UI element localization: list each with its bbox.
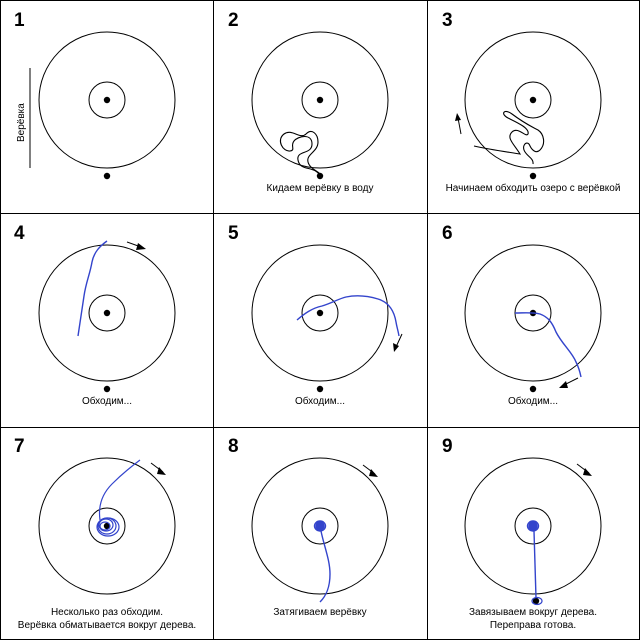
island-circle: [88, 294, 126, 332]
panel-number: 7: [14, 436, 25, 457]
shore-post-dot: [529, 172, 537, 180]
panel-number: 9: [442, 436, 453, 457]
panel-caption: Обходим...: [295, 395, 345, 407]
panel-7: 7 Несколько раз обходим. Верёвка обматыв…: [14, 436, 196, 631]
arrow-right-icon: [362, 464, 378, 477]
lake-circle: [251, 244, 389, 382]
lake-circle: [38, 457, 176, 595]
island-circle: [301, 507, 339, 545]
panel-caption: Несколько раз обходим.: [51, 606, 163, 618]
island-circle: [301, 294, 339, 332]
tree-dot: [316, 309, 324, 317]
rope-path: [514, 312, 582, 378]
island-circle: [514, 507, 552, 545]
rope-path: [473, 110, 545, 165]
panel-number: 8: [228, 436, 239, 457]
island-circle: [88, 81, 126, 119]
lake-circle: [251, 31, 389, 169]
rope-coils: [96, 459, 141, 537]
panel-number: 2: [228, 10, 239, 31]
panel-caption: Затягиваем верёвку: [273, 607, 366, 618]
panel-caption: Верёвка обматывается вокруг дерева.: [18, 619, 196, 631]
panel-caption: Кидаем верёвку в воду: [267, 183, 374, 194]
panel-4: 4 Обходим...: [14, 223, 176, 407]
rope-label: Верёвка: [16, 103, 27, 142]
shore-post-dot: [316, 385, 324, 393]
rope-knot: [526, 520, 540, 532]
island-circle: [301, 81, 339, 119]
tree-dot: [316, 96, 324, 104]
panel-number: 1: [14, 10, 25, 31]
rope-path: [296, 295, 400, 337]
lake-circle: [38, 244, 176, 382]
tree-dot: [103, 522, 111, 530]
island-circle: [88, 507, 126, 545]
panel-caption: Переправа готова.: [490, 620, 576, 631]
rope-path: [319, 530, 331, 603]
panel-2: 2 Кидаем верёвку в воду: [228, 10, 389, 194]
island-circle: [514, 81, 552, 119]
tree-dot: [103, 96, 111, 104]
panel-3: 3 Начинаем обходить озеро с верёвкой: [442, 10, 620, 194]
lake-circle: [251, 457, 389, 595]
panel-6: 6 Обходим...: [442, 223, 602, 407]
panel-caption: Обходим...: [82, 395, 132, 407]
lake-circle: [464, 31, 602, 169]
panel-caption: Обходим...: [508, 395, 558, 407]
rope-path: [77, 240, 108, 337]
lake-circle: [38, 31, 176, 169]
panel-number: 5: [228, 223, 239, 244]
panel-number: 4: [14, 223, 25, 244]
arrow-up-icon: [455, 113, 462, 135]
lake-circle: [464, 457, 602, 595]
panel-number: 3: [442, 10, 453, 31]
shore-post-dot: [529, 385, 537, 393]
rope-knot: [313, 520, 327, 532]
panel-8: 8 Затягиваем верёвку: [228, 436, 389, 618]
lake-circle: [464, 244, 602, 382]
panel-5: 5 Обходим...: [228, 223, 403, 407]
arrow-down-icon: [393, 333, 403, 352]
shore-post-dot: [103, 385, 111, 393]
arrow-right-icon: [126, 241, 146, 250]
tree-dot: [103, 309, 111, 317]
shore-post-dot: [103, 172, 111, 180]
rope-in-water: [279, 131, 321, 177]
panel-number: 6: [442, 223, 453, 244]
shore-knot: [531, 596, 543, 606]
arrow-right-icon: [576, 463, 592, 476]
rope-line: [533, 530, 537, 599]
panel-caption: Завязываем вокруг дерева.: [469, 607, 597, 618]
panel-1: 1 Верёвка: [14, 10, 176, 180]
tree-dot: [529, 96, 537, 104]
panel-9: 9 Завязываем вокруг дерева. Переправа го…: [442, 436, 602, 631]
arrow-left-icon: [559, 377, 579, 388]
panel-caption: Начинаем обходить озеро с верёвкой: [446, 182, 621, 194]
arrow-right-icon: [150, 462, 166, 475]
